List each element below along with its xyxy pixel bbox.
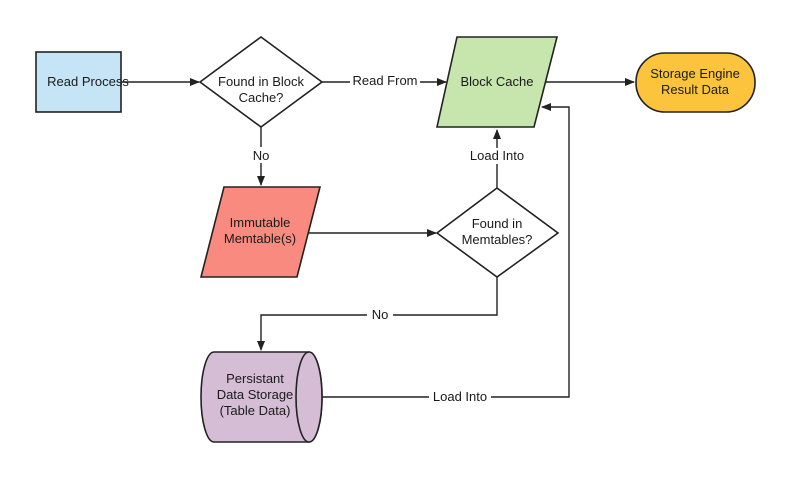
edge-label-no-2: No: [372, 307, 389, 322]
node-storage-engine-result-line2: Result Data: [661, 82, 730, 97]
node-persistent-storage: Persistant Data Storage (Table Data): [200, 351, 323, 443]
node-found-in-block-cache: Found in Block Cache?: [198, 36, 324, 128]
node-read-process: Read Process: [35, 51, 129, 113]
node-found-in-block-cache-line2: Cache?: [239, 90, 284, 105]
node-block-cache: Block Cache: [436, 36, 559, 128]
node-immutable-memtables: Immutable Memtable(s): [199, 186, 322, 278]
node-immutable-memtables-line1: Immutable: [230, 215, 291, 230]
node-storage-engine-result-line1: Storage Engine: [650, 66, 740, 81]
edge-label-no-1: No: [253, 148, 270, 163]
edge-label-load-into-1: Load Into: [470, 148, 524, 163]
node-found-in-memtables-line1: Found in: [472, 216, 523, 231]
node-storage-engine-result: Storage Engine Result Data: [635, 52, 756, 113]
node-found-in-memtables: Found in Memtables?: [435, 187, 560, 278]
node-read-process-label: Read Process: [47, 74, 129, 89]
node-persistent-storage-line3: (Table Data): [220, 403, 291, 418]
edges: [121, 78, 635, 398]
edge-label-load-into-2: Load Into: [433, 389, 487, 404]
node-persistent-storage-line2: Data Storage: [217, 387, 294, 402]
node-immutable-memtables-line2: Memtable(s): [224, 231, 296, 246]
node-block-cache-label: Block Cache: [461, 74, 534, 89]
node-found-in-memtables-line2: Memtables?: [462, 232, 533, 247]
edge-labels: Read From No Load Into No Load Into: [248, 73, 528, 405]
node-found-in-block-cache-line1: Found in Block: [218, 74, 304, 89]
node-persistent-storage-line1: Persistant: [226, 371, 284, 386]
edge-label-read-from: Read From: [352, 73, 417, 88]
